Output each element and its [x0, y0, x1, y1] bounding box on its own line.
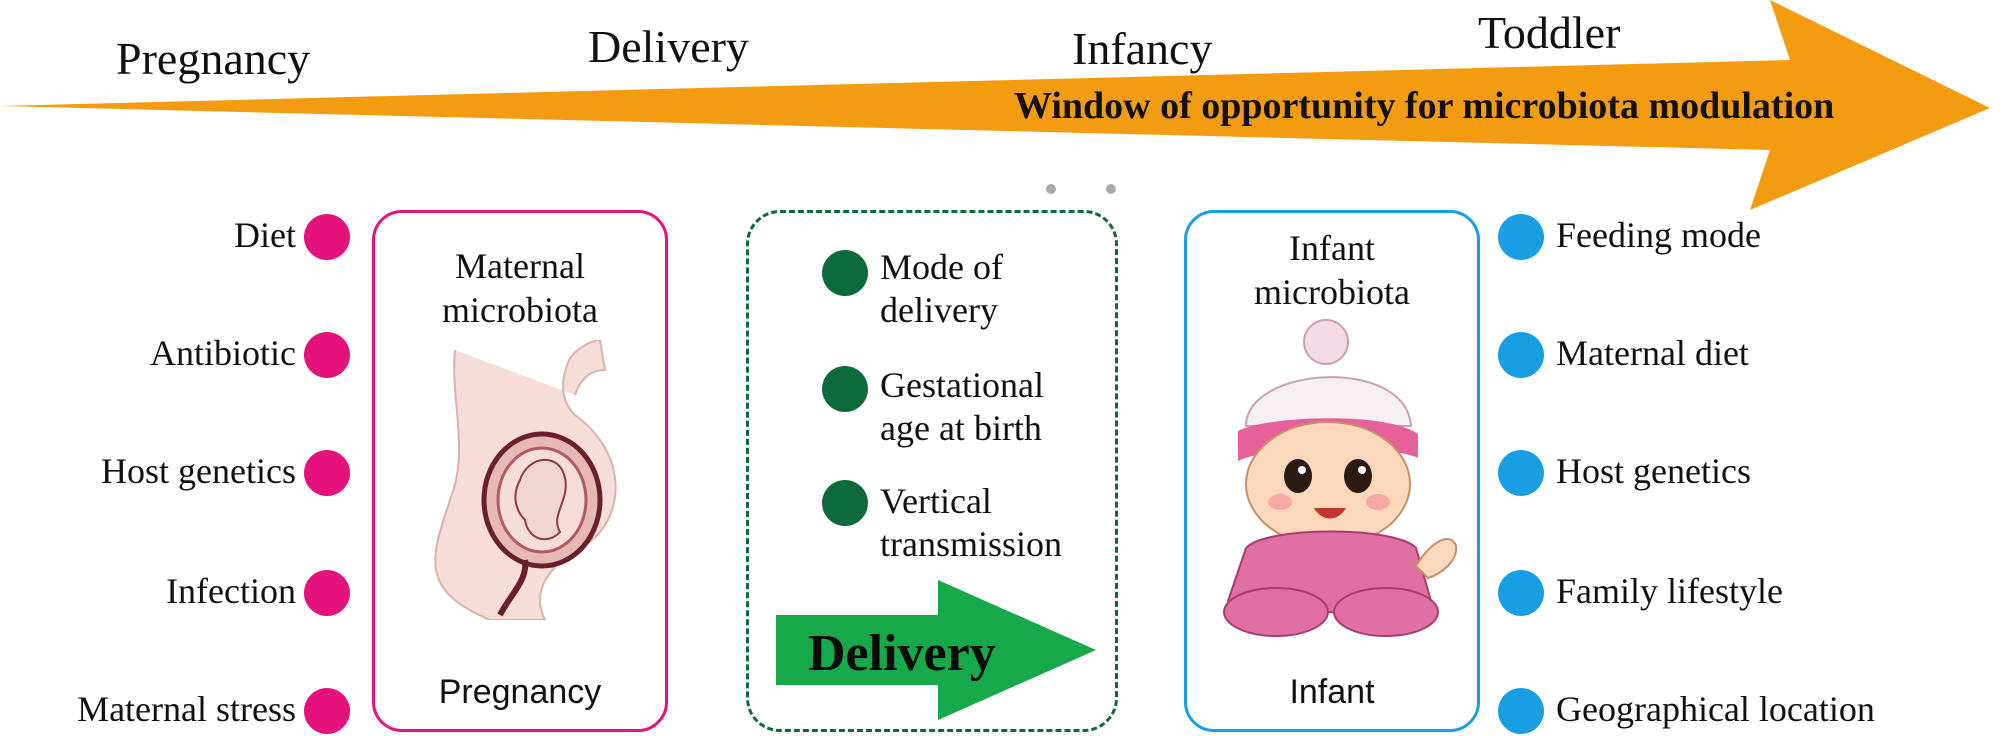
- infant-factor-maternal-diet: Maternal diet: [1556, 333, 1749, 373]
- stage-delivery: Delivery: [588, 21, 749, 72]
- timeline-arrow: [0, 0, 1990, 210]
- delivery-factor-gestational: Gestational age at birth: [880, 365, 1044, 448]
- delivery-arrow-label: Delivery: [808, 625, 996, 682]
- stage-infancy: Infancy: [1072, 23, 1213, 74]
- maternal-factor-antibiotic: Antibiotic: [150, 333, 296, 373]
- pregnant-woman-illustration: [434, 340, 617, 620]
- infant-factor-geographical-dot: [1498, 688, 1544, 734]
- delivery-factor-mode: Mode of delivery: [880, 247, 1003, 330]
- infant-factor-maternal-diet-dot: [1498, 332, 1544, 378]
- maternal-factor-maternal-stress: Maternal stress: [77, 689, 296, 729]
- infant-box: [1184, 210, 1480, 732]
- maternal-box-title: Maternal microbiota: [442, 246, 598, 330]
- delivery-factor-gestational-dot: [822, 366, 868, 412]
- maternal-factor-host-genetics: Host genetics: [101, 451, 296, 491]
- delivery-factor-vertical: Vertical transmission: [880, 481, 1063, 564]
- infant-factor-family-lifestyle: Family lifestyle: [1556, 571, 1783, 611]
- delivery-factor-mode-dot: [822, 250, 868, 296]
- infant-factor-host-genetics-dot: [1498, 450, 1544, 496]
- maternal-factor-diet: Diet: [234, 215, 296, 255]
- maternal-box-caption: Pregnancy: [438, 673, 602, 711]
- maternal-factor-maternal-stress-dot: [304, 688, 350, 734]
- maternal-factor-diet-dot: [304, 214, 350, 260]
- maternal-box: [372, 210, 668, 732]
- delivery-arrow: [776, 580, 1096, 720]
- delivery-box: [746, 210, 1118, 732]
- maternal-factor-antibiotic-dot: [304, 332, 350, 378]
- infant-factor-geographical: Geographical location: [1556, 689, 1875, 729]
- infant-factor-family-lifestyle-dot: [1498, 570, 1544, 616]
- maternal-factor-infection: Infection: [166, 571, 296, 611]
- baby-illustration: [1223, 319, 1458, 637]
- infant-box-title: Infant microbiota: [1254, 228, 1410, 312]
- window-of-opportunity-label: Window of opportunity for microbiota mod…: [1014, 85, 1835, 127]
- infant-box-caption: Infant: [1289, 673, 1375, 711]
- stage-toddler: Toddler: [1478, 7, 1621, 58]
- decorative-dot-2: [1106, 184, 1116, 194]
- infant-factor-feeding-dot: [1498, 214, 1544, 260]
- maternal-factor-host-genetics-dot: [304, 450, 350, 496]
- infant-factor-feeding: Feeding mode: [1556, 215, 1761, 255]
- stage-pregnancy: Pregnancy: [116, 33, 311, 84]
- timeline-arrow-shape: [0, 0, 1990, 210]
- delivery-factor-vertical-dot: [822, 480, 868, 526]
- decorative-dot-1: [1046, 184, 1056, 194]
- infant-factor-host-genetics: Host genetics: [1556, 451, 1751, 491]
- maternal-factor-infection-dot: [304, 570, 350, 616]
